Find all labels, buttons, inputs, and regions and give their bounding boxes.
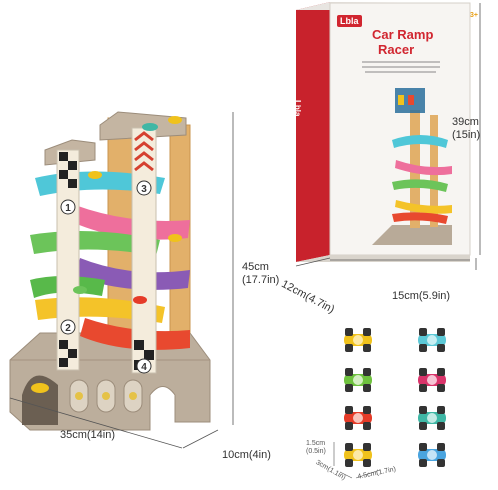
box-side bbox=[296, 2, 330, 262]
ramp-number-2: 2 bbox=[60, 319, 76, 335]
car-ramp-toy: 1 2 3 4 bbox=[9, 111, 211, 431]
box-tagline bbox=[362, 61, 440, 73]
product-box bbox=[296, 2, 471, 262]
svg-text:1: 1 bbox=[65, 203, 71, 214]
car-height-label: 1.5cm (0.5in) bbox=[306, 440, 326, 455]
car-8 bbox=[418, 443, 446, 467]
box-toy-image bbox=[372, 88, 452, 245]
car-dimension-lines bbox=[333, 442, 381, 479]
car-2 bbox=[418, 328, 446, 352]
box-title: Car Ramp Racer bbox=[372, 27, 472, 57]
exit-tunnel bbox=[22, 375, 58, 425]
car-3 bbox=[344, 368, 372, 392]
toy-dimension-lines bbox=[9, 112, 234, 449]
car-6 bbox=[418, 406, 446, 430]
box-age-label: 3+ bbox=[470, 12, 478, 19]
car-4 bbox=[418, 368, 446, 392]
toy-depth-label: 10cm(4in) bbox=[222, 449, 271, 461]
box-title-line2: Racer bbox=[378, 42, 415, 57]
garage-doors bbox=[69, 379, 143, 413]
svg-text:2: 2 bbox=[65, 323, 71, 334]
box-title-line1: Car Ramp bbox=[372, 27, 434, 42]
box-side-logo: Lbla bbox=[293, 100, 302, 117]
car-5 bbox=[344, 406, 372, 430]
box-dimension-lines bbox=[295, 3, 481, 270]
checker-strip-left bbox=[59, 152, 77, 367]
ramp-number-1: 1 bbox=[60, 199, 76, 215]
svg-text:4: 4 bbox=[141, 362, 147, 373]
svg-text:3: 3 bbox=[141, 184, 147, 195]
chevron-strip-right bbox=[134, 131, 154, 172]
car-set bbox=[344, 328, 446, 467]
ramp-cars bbox=[38, 116, 182, 304]
ramp-number-3: 3 bbox=[136, 180, 152, 196]
box-height-label: 39cm (15in) bbox=[452, 116, 481, 141]
toy-height-label: 45cm (17.7in) bbox=[242, 261, 280, 286]
ramp-pink bbox=[72, 205, 190, 240]
box-brand-logo: Lbla bbox=[337, 15, 362, 27]
box-width-label: 15cm(5.9in) bbox=[392, 290, 451, 302]
car-1 bbox=[344, 328, 372, 352]
toy-width-label: 35cm(14in) bbox=[60, 429, 116, 441]
car-7 bbox=[344, 443, 372, 467]
ramp-number-4: 4 bbox=[136, 358, 152, 374]
